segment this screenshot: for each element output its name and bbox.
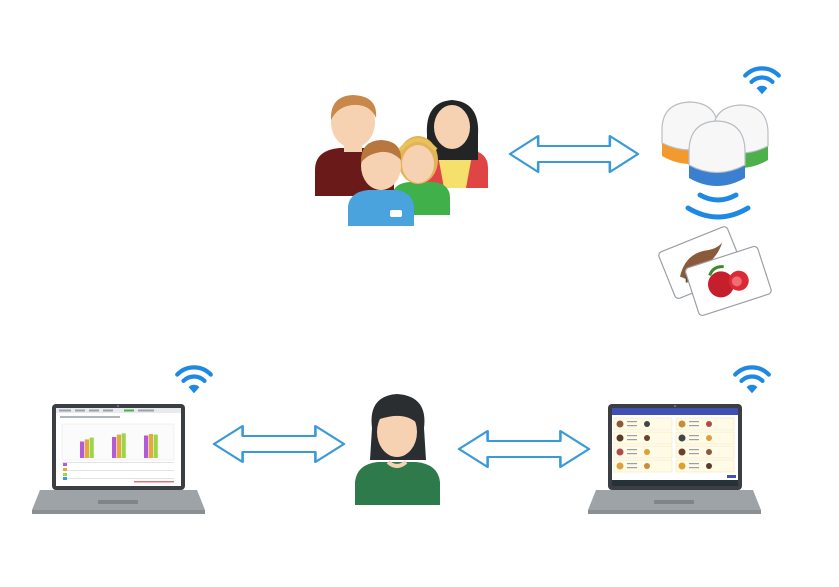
grid-cell-picture xyxy=(706,421,712,427)
grid-cell-picture xyxy=(706,449,712,455)
chart-bar xyxy=(112,437,117,458)
picture-cards-icon xyxy=(658,226,772,317)
laptop-grid-icon xyxy=(588,404,761,514)
grid-cell-picture xyxy=(706,463,712,469)
teacher-laptop-arrow xyxy=(457,429,591,469)
grid-cell-picture xyxy=(678,434,686,442)
chart-bars xyxy=(80,433,158,458)
grid-cell-picture xyxy=(644,449,650,455)
grid-cell-picture xyxy=(706,435,712,441)
blue-buzzer-pod xyxy=(688,120,746,186)
grid-cell-picture xyxy=(678,420,686,428)
grid-cell-text-line xyxy=(689,453,699,455)
girl-figure xyxy=(392,136,450,215)
laptop-chart-icon xyxy=(32,404,205,514)
grid-cell-picture xyxy=(678,462,686,470)
boy-figure xyxy=(348,140,414,226)
teacher-icon xyxy=(355,394,440,505)
grid-cell-picture xyxy=(616,448,624,456)
mother-figure xyxy=(426,100,488,188)
grid-cells xyxy=(613,417,735,473)
grid-cell-text-line xyxy=(627,449,637,451)
grid-cell-text-line xyxy=(627,421,637,423)
grid-cell-text-line xyxy=(689,463,699,465)
grid-cell-text-line xyxy=(627,439,637,441)
chart-bar xyxy=(84,439,89,458)
signal-waves-icon xyxy=(685,192,751,220)
grid-cell-text-line xyxy=(689,435,699,437)
family-group-icon xyxy=(315,95,488,226)
grid-cell-text-line xyxy=(689,449,699,451)
grid-cell-text-line xyxy=(689,421,699,423)
chart-bar xyxy=(116,434,121,458)
wifi-icon xyxy=(735,367,769,392)
grid-cell-picture xyxy=(616,434,624,442)
grid-cell-text-line xyxy=(689,467,699,469)
chart-bar xyxy=(148,434,153,458)
chart-bar xyxy=(89,437,94,458)
grid-cell-text-line xyxy=(627,453,637,455)
chart-bar xyxy=(153,434,158,458)
chart-bar xyxy=(144,435,149,458)
grid-cell-text-line xyxy=(627,425,637,427)
laptop-teacher-arrow xyxy=(212,424,346,464)
grid-cell-picture xyxy=(644,435,650,441)
family-buzzer-arrow xyxy=(508,134,640,174)
grid-cell-picture xyxy=(678,448,686,456)
chart-bar xyxy=(80,441,85,458)
grid-cell-picture xyxy=(616,462,624,470)
grid-cell-text-line xyxy=(627,467,637,469)
wifi-icon xyxy=(177,367,211,392)
wifi-icon xyxy=(745,68,779,93)
grid-cell-picture xyxy=(644,421,650,427)
chart-bar xyxy=(121,433,126,458)
grid-cell-text-line xyxy=(689,425,699,427)
grid-cell-text-line xyxy=(627,435,637,437)
grid-cell-text-line xyxy=(627,463,637,465)
card-front xyxy=(684,245,772,317)
grid-cell-picture xyxy=(616,420,624,428)
grid-cell-picture xyxy=(644,463,650,469)
smart-buzzer-pods-icon xyxy=(661,101,769,186)
grid-cell-text-line xyxy=(689,439,699,441)
